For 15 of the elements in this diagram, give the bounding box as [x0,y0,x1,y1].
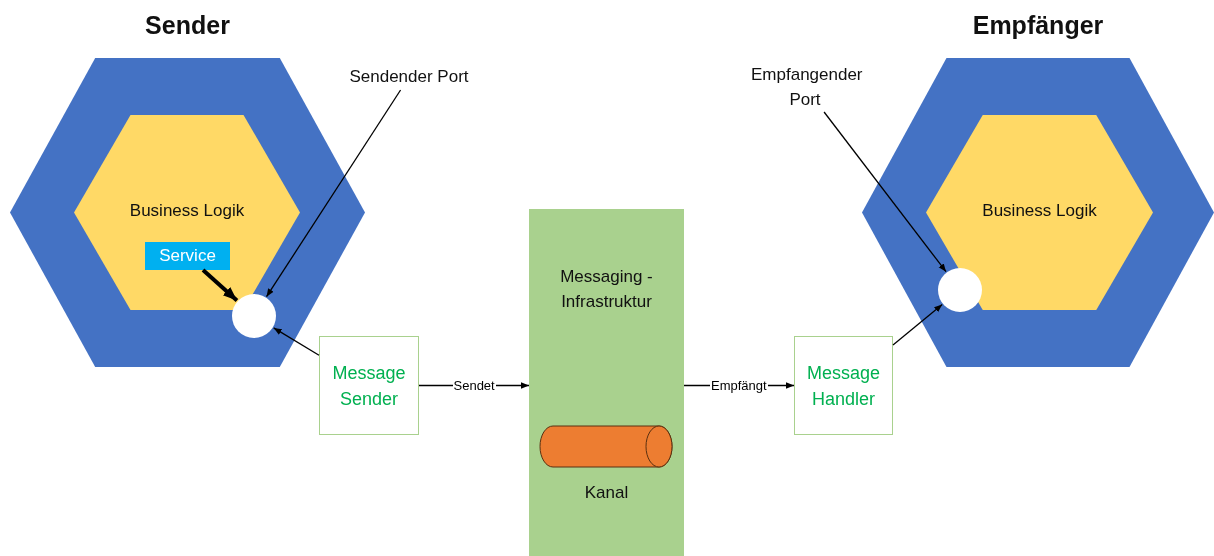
port-label: Sendender Port [348,66,470,88]
layer-label: Business Logik [981,201,1098,221]
panel-label: Messaging - Infrastruktur [559,266,654,313]
layer-label: Business Logik [128,201,246,221]
component-box [319,336,419,435]
section-title: Empfänger [971,10,1105,40]
component-label: Message Sender [331,361,407,411]
edge-label: Sendet [452,378,496,393]
component-box [794,336,893,435]
service-box: Service [145,242,230,270]
component-label: Message Handler [805,361,881,411]
section-title: Sender [144,10,231,40]
infrastructure-panel [529,209,684,556]
edge-label: Empfängt [710,378,768,393]
channel-label: Kanal [583,482,630,504]
